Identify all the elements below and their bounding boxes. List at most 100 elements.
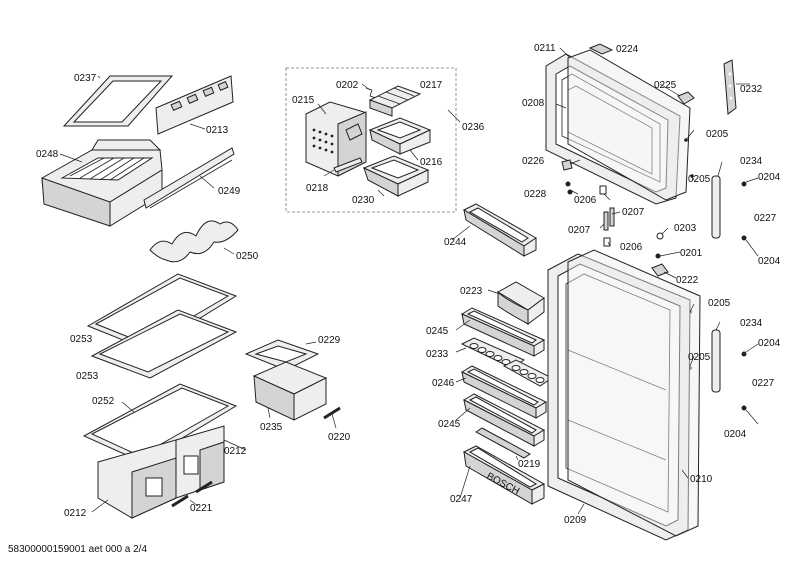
- part-0247-bottle-bin: BOSCH: [462, 445, 546, 505]
- label-0205-b: 0205: [688, 174, 711, 185]
- part-0252-glass-shelf: [82, 383, 238, 463]
- part-0244-door-bin: [462, 203, 537, 257]
- label-0222: 0222: [676, 275, 699, 286]
- part-0224-hinge-cover: [588, 43, 614, 55]
- part-0216-tray: [368, 117, 432, 161]
- part-0209-fridge-door: [547, 253, 691, 541]
- part-0226-bracket: [561, 159, 573, 171]
- label-0201: 0201: [680, 248, 703, 259]
- label-0229: 0229: [318, 335, 341, 346]
- label-0236: 0236: [462, 122, 485, 133]
- label-0205-d: 0205: [688, 352, 711, 363]
- label-0225: 0225: [654, 80, 677, 91]
- part-0233-egg-tray-left: [460, 337, 526, 369]
- label-0246: 0246: [432, 378, 455, 389]
- label-0253-lower: 0253: [76, 371, 99, 382]
- part-0206-spacer-b: [603, 237, 611, 247]
- part-0250-bottle-holder: [149, 220, 239, 263]
- label-0224: 0224: [616, 44, 639, 55]
- label-0217: 0217: [420, 80, 443, 91]
- label-0204-c: 0204: [758, 338, 781, 349]
- label-0234-lower: 0234: [740, 318, 763, 329]
- part-0211-door-frame: [559, 47, 691, 201]
- leader-lines: [91, 83, 759, 515]
- part-0201-screw: [655, 253, 661, 259]
- label-0247: 0247: [450, 494, 473, 505]
- part-0225-cover: [677, 91, 695, 105]
- label-0211: 0211: [534, 43, 556, 54]
- part-labels: 0237 0213 0248 0249 0250 0253 0253 0252 …: [36, 43, 781, 526]
- label-0204-b: 0204: [758, 256, 781, 267]
- label-0203: 0203: [674, 223, 697, 234]
- part-0215-fan-housing: [305, 101, 367, 177]
- label-0227-upper: 0227: [754, 213, 777, 224]
- label-0206-a: 0206: [574, 195, 597, 206]
- label-0204-d: 0204: [724, 429, 747, 440]
- label-0207-left: 0207: [568, 225, 591, 236]
- part-0249-rail: [143, 147, 235, 209]
- part-0217-cover-grille: [368, 85, 422, 117]
- part-0235-ice-box: [252, 361, 328, 421]
- label-0226: 0226: [522, 156, 545, 167]
- label-0204-a: 0204: [758, 172, 781, 183]
- label-0233: 0233: [426, 349, 449, 360]
- part-0222-block: [651, 263, 669, 277]
- part-0253-glass-shelf-lower: [90, 309, 238, 379]
- label-0230: 0230: [352, 195, 375, 206]
- part-0202-clips: [361, 83, 377, 99]
- part-0248-vegetable-drawer: [41, 139, 163, 227]
- label-0215: 0215: [292, 95, 315, 106]
- label-0218: 0218: [306, 183, 329, 194]
- label-0252: 0252: [92, 396, 115, 407]
- part-0245-door-bin-lower: [462, 393, 546, 447]
- label-0205-a: 0205: [706, 129, 729, 140]
- label-0213: 0213: [206, 125, 229, 136]
- label-0248: 0248: [36, 149, 59, 160]
- label-0216: 0216: [420, 157, 443, 168]
- part-0204-screws: [741, 181, 747, 411]
- label-0244: 0244: [444, 237, 467, 248]
- label-0245-upper: 0245: [426, 326, 449, 337]
- part-0203-washer: [656, 232, 664, 240]
- label-0227-lower: 0227: [752, 378, 775, 389]
- label-0219: 0219: [518, 459, 541, 470]
- label-0212-right: 0212: [224, 446, 247, 457]
- part-0206-spacer: [599, 185, 607, 195]
- label-0228: 0228: [524, 189, 547, 200]
- label-0207-right: 0207: [622, 207, 645, 218]
- label-0209: 0209: [564, 515, 587, 526]
- label-0212-left: 0212: [64, 508, 87, 519]
- label-0234-upper: 0234: [740, 156, 763, 167]
- part-0210-door-frame: [567, 249, 701, 537]
- part-0219-trim-strip: [475, 427, 531, 461]
- label-0202: 0202: [336, 80, 359, 91]
- label-0208: 0208: [522, 98, 545, 109]
- part-0237-shelf-frame: [62, 75, 174, 127]
- label-0250: 0250: [236, 251, 259, 262]
- part-0229-ice-tray-lid: [244, 339, 320, 371]
- part-bracket: [345, 123, 363, 141]
- part-0228-screws: [565, 181, 573, 195]
- label-0245-lower: 0245: [438, 419, 461, 430]
- label-0220: 0220: [328, 432, 351, 443]
- label-0249: 0249: [218, 186, 241, 197]
- label-0253-upper: 0253: [70, 334, 93, 345]
- part-0245-door-bin-upper: [460, 307, 546, 357]
- part-0233-egg-tray-right: [502, 359, 553, 387]
- part-0246-door-bin: [460, 365, 548, 419]
- label-0223: 0223: [460, 286, 483, 297]
- assembly-0236-boundary: [285, 67, 457, 213]
- part-0234-handle-lower: [711, 329, 721, 393]
- label-0206-b: 0206: [620, 242, 643, 253]
- part-0232-hinge: [723, 59, 737, 115]
- part-0230-small-tray: [362, 155, 430, 197]
- part-0234-handle-upper: [711, 175, 721, 239]
- part-0223-butter-compartment: [497, 281, 545, 325]
- part-0218-strip: [323, 157, 363, 177]
- part-0207-pins: [603, 207, 615, 231]
- part-0213-front-panel: [155, 75, 234, 135]
- part-0221-pins: [171, 480, 213, 508]
- label-0205-c: 0205: [708, 298, 731, 309]
- label-0221: 0221: [190, 503, 213, 514]
